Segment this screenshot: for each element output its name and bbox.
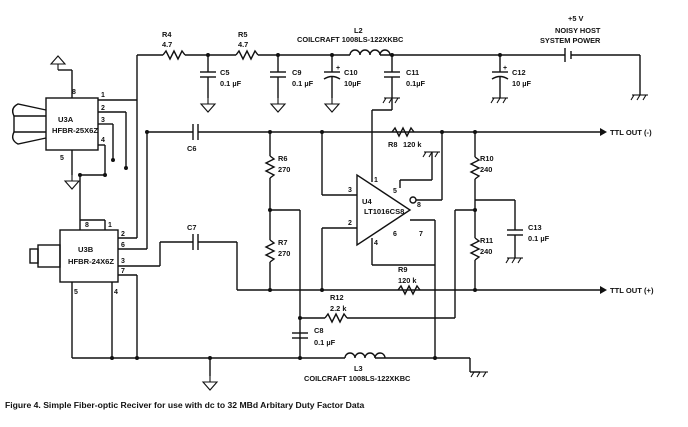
- l3-label: L3: [354, 364, 363, 373]
- r12-resistor: [298, 209, 475, 324]
- u4-pin-2: 2: [348, 220, 352, 227]
- c12-plus: +: [503, 65, 507, 72]
- c9-ref: C9: [292, 68, 301, 77]
- u3a-pin-4: 4: [101, 137, 105, 144]
- c13-ref: C13: [528, 223, 542, 232]
- r6-ref: R6: [278, 154, 287, 163]
- c12-ref: C12: [512, 68, 526, 77]
- u3a-pin-5: 5: [60, 155, 64, 162]
- r10-r11-divider: [469, 130, 524, 292]
- l2-part: COILCRAFT 1008LS-122XKBC: [297, 35, 404, 44]
- c6-capacitor: [145, 124, 600, 140]
- u3b-pin-3: 3: [121, 258, 125, 265]
- u3a-pin-2: 2: [101, 105, 105, 112]
- u3b-pin-2: 2: [121, 231, 125, 238]
- r10-value: 240: [480, 165, 492, 174]
- c10-value: 10µF: [344, 79, 361, 88]
- c8-ref: C8: [314, 326, 323, 335]
- r10-ref: R10: [480, 154, 494, 163]
- u4-pin-5: 5: [393, 188, 397, 195]
- u4-ref: U4: [362, 197, 372, 206]
- u3b-module: [29, 100, 161, 358]
- c7-ref: C7: [187, 223, 196, 232]
- c12-value: 10 µF: [512, 79, 532, 88]
- r6-value: 270: [278, 165, 290, 174]
- c9-value: 0.1 µF: [292, 79, 314, 88]
- supply-line2: SYSTEM POWER: [540, 36, 601, 45]
- c10-capacitor: [323, 55, 341, 113]
- c5-ref: C5: [220, 68, 229, 77]
- r4-value: 4.7: [162, 40, 172, 49]
- u3a-part: HFBR-25X6Z: [52, 126, 98, 135]
- u3b-ref: U3B: [78, 245, 94, 254]
- u4-pin-6: 6: [393, 231, 397, 238]
- c8-capacitor: [292, 332, 308, 339]
- u3b-pin-8: 8: [85, 222, 89, 229]
- u4-pin-7: 7: [419, 231, 423, 238]
- c5-capacitor: [200, 55, 216, 113]
- u3b-pin-5: 5: [74, 289, 78, 296]
- r9-value: 120 k: [398, 276, 417, 285]
- u4-pin-4: 4: [374, 240, 378, 247]
- u4-part: LT1016CS8: [364, 207, 404, 216]
- c5-value: 0.1 µF: [220, 79, 242, 88]
- u4-comparator: [320, 98, 444, 358]
- r8-resistor: [352, 126, 415, 138]
- u3a-pin-3: 3: [101, 117, 105, 124]
- return-rail: [72, 352, 489, 391]
- r12-ref: R12: [330, 293, 344, 302]
- c8-value: 0.1 µF: [314, 338, 336, 347]
- r7-ref: R7: [278, 238, 287, 247]
- l2-label: L2: [354, 26, 363, 35]
- c10-plus: +: [336, 65, 340, 72]
- c11-ref: C11: [406, 68, 419, 77]
- c11-value: 0.1µF: [406, 79, 426, 88]
- r11-value: 240: [480, 247, 492, 256]
- r5-value: 4.7: [238, 40, 248, 49]
- figure-caption: Figure 4. Simple Fiber-optic Reciver for…: [5, 400, 365, 410]
- u3a-pin-8: 8: [72, 89, 76, 96]
- u3a-module: [11, 55, 138, 220]
- u3b-pin-1: 1: [108, 222, 112, 229]
- u4-pin-3: 3: [348, 187, 352, 194]
- u3a-ref: U3A: [58, 115, 74, 124]
- u4-pin-8: 8: [417, 202, 421, 209]
- u3b-pin-7: 7: [121, 268, 125, 275]
- u3b-part: HFBR-24X6Z: [68, 257, 114, 266]
- c12-capacitor: [490, 55, 509, 104]
- c7-capacitor: [160, 234, 600, 291]
- u3b-pin-6: 6: [121, 242, 125, 249]
- r7-value: 270: [278, 249, 290, 258]
- c11-capacitor: [382, 55, 401, 104]
- r4-ref: R4: [162, 30, 172, 39]
- r6-r7-divider: [264, 130, 301, 358]
- u3a-pin-1: 1: [101, 92, 105, 99]
- output-arrows: [600, 128, 607, 294]
- ttl-out-plus-label: TTL OUT (+): [610, 286, 654, 295]
- ttl-out-minus-label: TTL OUT (-): [610, 128, 652, 137]
- u4-pin-1: 1: [374, 177, 378, 184]
- u3b-pin-4: 4: [114, 289, 118, 296]
- r9-resistor: [397, 284, 421, 296]
- c13-value: 0.1 µF: [528, 234, 550, 243]
- r5-ref: R5: [238, 30, 247, 39]
- supply-line1: NOISY HOST: [555, 26, 601, 35]
- r8-ref: R8: [388, 140, 397, 149]
- c10-ref: C10: [344, 68, 358, 77]
- supply-voltage: +5 V: [568, 14, 583, 23]
- l3-part: COILCRAFT 1008LS-122XKBC: [304, 374, 411, 383]
- r11-ref: R11: [480, 236, 493, 245]
- r9-ref: R9: [398, 265, 407, 274]
- r8-value: 120 k: [403, 140, 422, 149]
- r12-value: 2.2 k: [330, 304, 347, 313]
- c9-capacitor: [270, 55, 286, 113]
- c6-ref: C6: [187, 144, 196, 153]
